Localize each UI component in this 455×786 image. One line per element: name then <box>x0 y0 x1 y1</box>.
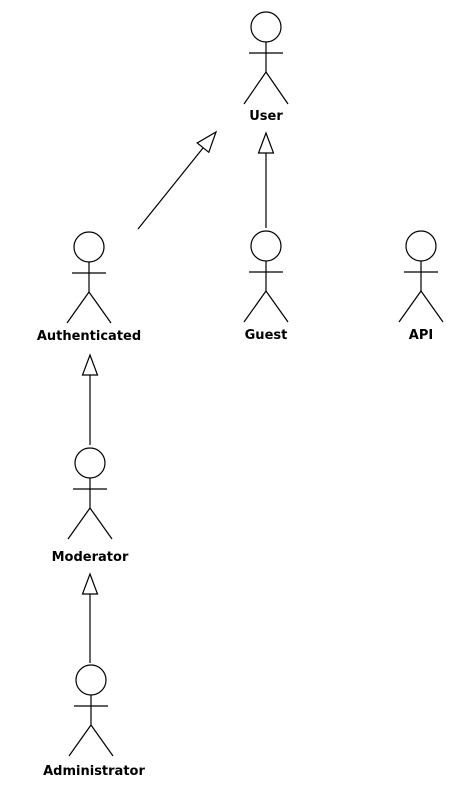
generalization-administrator-to-moderator <box>81 572 99 663</box>
actor-stick-figure-icon <box>398 230 444 323</box>
generalization-guest-to-user <box>257 131 275 228</box>
generalization-authenticated-to-user <box>137 130 218 230</box>
generalization-line <box>137 147 204 230</box>
actor-label: Authenticated <box>37 329 141 344</box>
actor-label: Guest <box>245 328 288 343</box>
actor-api[interactable]: API <box>398 230 444 343</box>
actor-authenticated[interactable]: Authenticated <box>37 231 141 344</box>
actor-stick-figure-icon <box>243 11 289 105</box>
actor-stick-figure-icon <box>68 664 114 757</box>
generalization-arrowhead <box>81 353 99 376</box>
actor-moderator[interactable]: Moderator <box>52 447 129 565</box>
actor-stick-figure-icon <box>243 230 289 323</box>
actor-label: API <box>409 328 433 343</box>
actor-stick-figure-icon <box>66 231 112 324</box>
actor-label: Administrator <box>43 764 145 779</box>
actor-stick-figure-icon <box>67 447 113 540</box>
generalization-moderator-to-authenticated <box>81 353 99 445</box>
actor-label: Moderator <box>52 550 129 565</box>
generalization-arrowhead <box>196 130 218 154</box>
actor-label: User <box>249 109 283 124</box>
actor-administrator[interactable]: Administrator <box>43 664 145 779</box>
generalization-arrowhead <box>257 131 275 154</box>
actor-guest[interactable]: Guest <box>243 230 289 343</box>
generalization-arrowhead <box>81 572 99 595</box>
actor-user[interactable]: User <box>243 11 289 124</box>
